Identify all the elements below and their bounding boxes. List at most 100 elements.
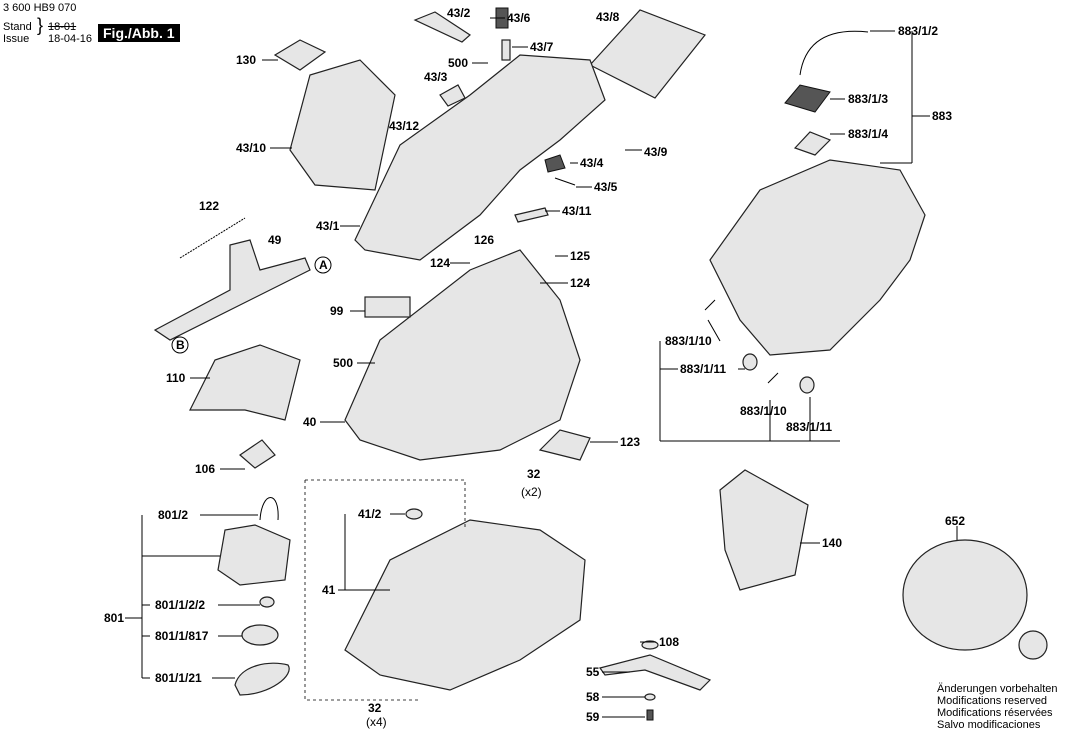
- label-500: 500: [448, 56, 468, 70]
- notice-es: Salvo modificaciones: [937, 719, 1041, 731]
- part-123: [538, 429, 591, 461]
- label-140: 140: [822, 536, 842, 550]
- label-55: 55: [586, 665, 600, 679]
- label-a: A: [319, 258, 328, 272]
- label-883-1-10a: 883/1/10: [665, 334, 712, 348]
- part-883-1-2: [799, 30, 869, 76]
- part-122: [179, 217, 246, 259]
- part-43-7: [501, 39, 511, 61]
- part-652-plug: [1018, 630, 1048, 660]
- label-801-1-2-2: 801/1/2/2: [155, 598, 205, 612]
- label-b: B: [176, 338, 185, 352]
- part-801-1-2-2: [259, 596, 275, 608]
- issue-label: Issue: [3, 33, 30, 45]
- label-883-1-2: 883/1/2: [898, 24, 938, 38]
- label-32b-qty: (x4): [366, 715, 387, 729]
- part-43-3: [439, 84, 466, 107]
- label-43-1: 43/1: [316, 219, 340, 233]
- label-652: 652: [945, 514, 965, 528]
- label-49: 49: [268, 233, 282, 247]
- part-59: [646, 709, 654, 721]
- callout-b: [171, 336, 189, 354]
- part-883-1-10a: [704, 299, 716, 311]
- label-43-2: 43/2: [447, 6, 471, 20]
- leader-lines: [125, 17, 958, 718]
- label-124b: 124: [570, 276, 590, 290]
- label-124a: 124: [430, 256, 450, 270]
- part-106: [239, 439, 276, 469]
- part-43-4: [544, 154, 566, 173]
- part-883-1-3: [784, 84, 831, 113]
- notice-fr: Modifications réservées: [937, 707, 1053, 719]
- label-32b: 32: [368, 701, 382, 715]
- part-130: [273, 39, 327, 71]
- part-43-1: [354, 54, 606, 261]
- label-883-1-11b: 883/1/11: [786, 420, 832, 434]
- part-883-1-11a: [742, 353, 758, 371]
- part-40: [344, 249, 581, 461]
- parts: [153, 7, 1048, 721]
- notice-de: Änderungen vorbehalten: [937, 683, 1058, 695]
- label-41: 41: [322, 583, 336, 597]
- part-108: [641, 640, 659, 650]
- label-43-12: 43/12: [389, 119, 419, 133]
- label-43-8: 43/8: [596, 10, 620, 24]
- label-883-1-11a: 883/1/11: [680, 362, 726, 376]
- part-883-basket: [709, 159, 926, 356]
- label-108: 108: [659, 635, 679, 649]
- part-43-2: [413, 11, 471, 43]
- label-500b: 500: [333, 356, 353, 370]
- label-59: 59: [586, 710, 600, 724]
- part-43-8: [589, 9, 706, 99]
- part-110: [189, 344, 301, 421]
- label-110: 110: [166, 371, 186, 385]
- modifications-notice: Änderungen vorbehalten Modifications res…: [937, 683, 1057, 731]
- label-43-3: 43/3: [424, 70, 448, 84]
- part-43-10: [289, 59, 396, 191]
- part-801-1-817: [241, 624, 279, 646]
- part-49: [153, 239, 311, 341]
- label-130: 130: [236, 53, 256, 67]
- label-43-11: 43/11: [562, 204, 592, 218]
- label-99: 99: [330, 304, 344, 318]
- label-43-7: 43/7: [530, 40, 554, 54]
- callout-a: [314, 256, 332, 274]
- label-43-5: 43/5: [594, 180, 618, 194]
- label-883: 883: [932, 109, 952, 123]
- part-883-1-11b: [799, 376, 815, 394]
- label-40: 40: [303, 415, 317, 429]
- label-883-1-10b: 883/1/10: [740, 404, 787, 418]
- stand-value: 18-01: [48, 21, 77, 33]
- label-43-6: 43/6: [507, 11, 531, 25]
- part-801-motor: [217, 524, 291, 586]
- part-801-2: [259, 497, 279, 521]
- part-883-1-10b: [767, 372, 779, 384]
- label-801-1-817: 801/1/817: [155, 629, 209, 643]
- part-43-11: [514, 207, 549, 223]
- part-41-2: [405, 508, 423, 520]
- label-41-2: 41/2: [358, 507, 382, 521]
- label-123: 123: [620, 435, 640, 449]
- label-801: 801: [104, 611, 124, 625]
- label-32a: 32: [527, 467, 541, 481]
- label-106: 106: [195, 462, 215, 476]
- label-32a-qty: (x2): [521, 485, 542, 499]
- stand-label: Stand: [3, 21, 32, 33]
- label-126: 126: [474, 233, 494, 247]
- part-99: [364, 296, 411, 318]
- issue-value: 18-04-16: [48, 33, 93, 45]
- label-43-10: 43/10: [236, 141, 266, 155]
- part-43-5: [554, 177, 576, 186]
- part-41: [344, 519, 586, 691]
- brace: }: [37, 15, 44, 35]
- label-43-9: 43/9: [644, 145, 668, 159]
- label-883-1-3: 883/1/3: [848, 92, 888, 106]
- notice-en: Modifications reserved: [937, 695, 1048, 707]
- part-140: [719, 469, 809, 591]
- label-122: 122: [199, 199, 219, 213]
- part-labels: 43/2 43/6 43/8 43/7 500 130 43/3 43/12 4…: [104, 6, 965, 729]
- part-801-1-21: [234, 662, 290, 696]
- part-58: [644, 693, 656, 701]
- label-801-1-21: 801/1/21: [155, 671, 202, 685]
